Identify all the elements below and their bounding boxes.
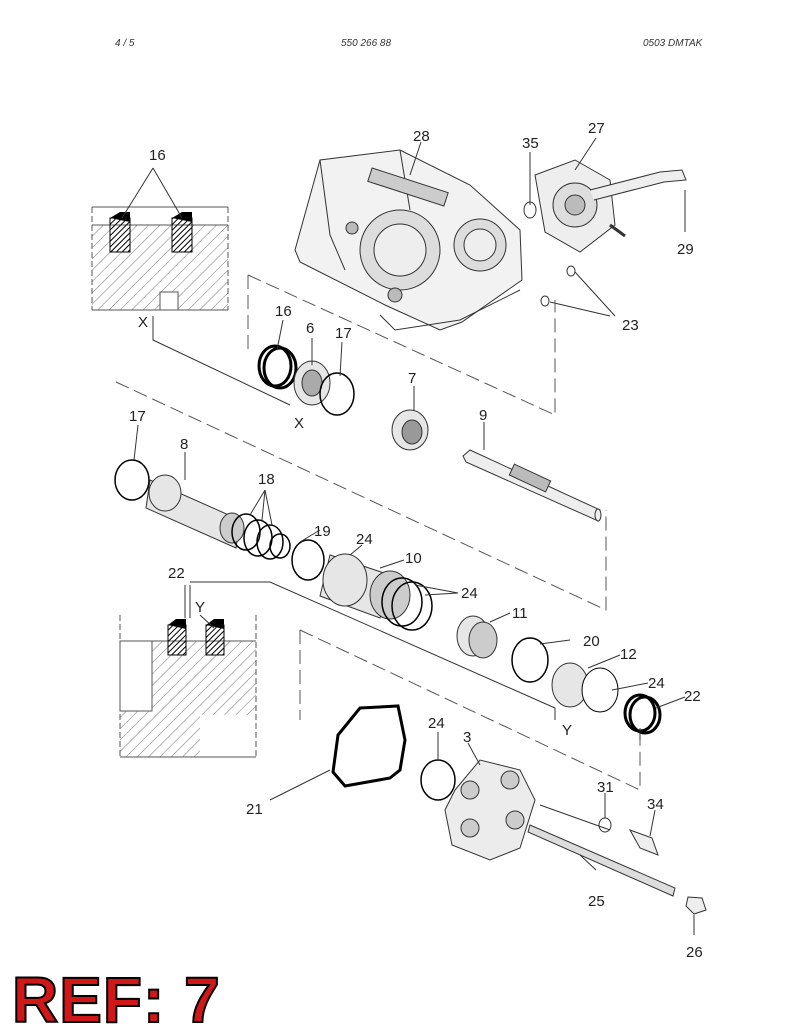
seal-ring-22: [623, 693, 662, 735]
callout-23: 23: [622, 317, 639, 334]
callout-22-detail: 22: [168, 565, 185, 582]
callout-3: 3: [463, 729, 471, 746]
callout-27: 27: [588, 120, 605, 137]
callout-8: 8: [180, 436, 188, 453]
callout-17: 17: [335, 325, 352, 342]
alignment-lines: [115, 274, 641, 791]
valve-body-8: [145, 474, 245, 549]
o-ring-23b: [540, 295, 550, 307]
callout-21: 21: [246, 801, 263, 818]
label-x-detail: X: [138, 314, 148, 331]
pump-housing: [294, 149, 523, 331]
ring-20: [511, 637, 549, 683]
callout-34: 34: [647, 796, 664, 813]
callout-17-lower: 17: [129, 408, 146, 425]
leader-lines: [133, 137, 695, 935]
callout-19: 19: [314, 523, 331, 540]
sleeve-10: [319, 553, 411, 620]
callout-24-lower: 24: [428, 715, 445, 732]
gasket-21: [331, 704, 407, 788]
label-y-detail: Y: [195, 599, 205, 616]
o-ring-17b: [114, 459, 150, 501]
callout-29: 29: [677, 241, 694, 258]
bushing-7: [391, 409, 429, 451]
callout-24-right: 24: [648, 675, 665, 692]
end-cover: [523, 159, 687, 253]
label-y: Y: [562, 722, 572, 739]
callout-24-upper: 24: [356, 531, 373, 548]
seal-ring-16: [257, 344, 298, 390]
o-ring-17a: [319, 372, 355, 416]
label-x: X: [294, 415, 304, 432]
detail-y-section: [119, 581, 556, 758]
bearing-6: [293, 360, 331, 406]
callout-10: 10: [405, 550, 422, 567]
detail-x-section: [91, 167, 291, 406]
rod-25: [527, 824, 676, 897]
callout-16-detail: 16: [149, 147, 166, 164]
o-ring-24d: [420, 759, 456, 801]
nut-26: [685, 896, 707, 915]
washer-31: [598, 817, 612, 833]
callout-31: 31: [597, 779, 614, 796]
o-rings-24b: [381, 577, 433, 631]
callout-28: 28: [413, 128, 430, 145]
document-number: 550 266 88: [341, 38, 392, 49]
callout-11: 11: [512, 605, 528, 622]
plug-34: [628, 829, 659, 856]
callout-6: 6: [306, 320, 314, 337]
callout-20: 20: [583, 633, 600, 650]
o-ring-24a: [291, 539, 325, 581]
piston-11: [456, 615, 498, 659]
callout-7: 7: [408, 370, 416, 387]
callout-16: 16: [275, 303, 292, 320]
document-code: 0503 DMTAK: [643, 38, 703, 49]
reference-label: REF: 7: [11, 964, 221, 1036]
callout-24-middle: 24: [461, 585, 478, 602]
o-ring-23a: [566, 265, 576, 277]
cylinder-12: [551, 662, 619, 713]
callout-12: 12: [620, 646, 637, 663]
shaft-9: [462, 449, 602, 522]
ring-19: [269, 533, 291, 559]
callout-18: 18: [258, 471, 275, 488]
callout-26: 26: [686, 944, 703, 961]
callout-25: 25: [588, 893, 605, 910]
callout-22: 22: [684, 688, 701, 705]
page-number: 4 / 5: [115, 38, 135, 49]
callout-9: 9: [479, 407, 487, 424]
callout-35: 35: [522, 135, 539, 152]
valve-cover-3: [444, 759, 611, 861]
